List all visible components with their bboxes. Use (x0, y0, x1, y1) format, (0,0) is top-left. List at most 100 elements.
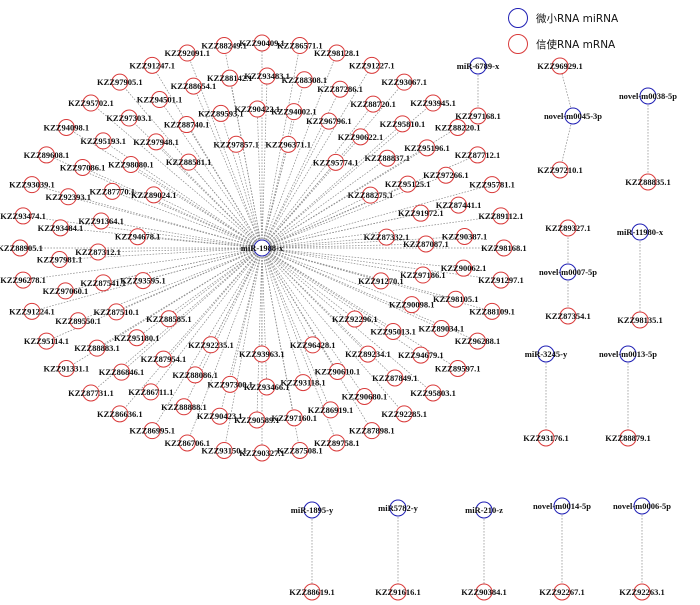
mrna-label: KZZ91297.1 (478, 275, 524, 285)
hub-edge (151, 65, 263, 249)
hub-edge (229, 247, 263, 385)
mrna-label: KZZ87770.1 (89, 186, 135, 196)
mrna-label: KZZ94679.1 (398, 350, 444, 360)
mirna-node (553, 497, 571, 515)
mirna-node (469, 57, 487, 75)
mirna-label: novel-m0006-5p (613, 501, 671, 511)
mrna-label: KZZ87312.1 (75, 247, 121, 257)
hub-mirna-node (253, 239, 271, 257)
mrna-node (175, 398, 193, 416)
mrna-label: KZZ90680.1 (342, 391, 388, 401)
mrna-label: KZZ86919.1 (308, 405, 354, 415)
mrna-node (212, 104, 230, 122)
mrna-node (134, 272, 152, 290)
mrna-label: KZZ95781.1 (469, 180, 515, 190)
hub-edge (119, 247, 263, 415)
mrna-node (551, 161, 569, 179)
mrna-node (122, 156, 140, 174)
mrna-label: KZZ89112.1 (478, 211, 523, 221)
mrna-label: KZZ98080.1 (108, 160, 154, 170)
hub-edge (130, 164, 263, 249)
mrna-node (393, 115, 411, 133)
mrna-node (377, 228, 395, 246)
mrna-label: KZZ90610.1 (315, 366, 361, 376)
mrna-label: KZZ89234.1 (345, 349, 391, 359)
mirna-node (564, 107, 582, 125)
mrna-label: KZZ93039.1 (9, 180, 55, 190)
mrna-node (14, 207, 32, 225)
mirna-label: novel-m0038-5p (619, 91, 677, 101)
mrna-label: KZZ91616.1 (375, 587, 421, 597)
mrna-label: KZZ91364.1 (78, 216, 124, 226)
mrna-node (50, 251, 68, 269)
mrna-label: KZZ97168.1 (455, 111, 501, 121)
mrna-node (447, 290, 465, 308)
mrna-label: KZZ88835.1 (625, 177, 671, 187)
mirna-label: miR-11980-x (617, 227, 664, 237)
hub-edge (261, 247, 405, 415)
mrna-node (211, 407, 229, 425)
mrna-label: KZZ88142.1 (207, 73, 253, 83)
mrna-label: KZZ98168.1 (481, 243, 527, 253)
mrna-label: KZZ88883.1 (74, 343, 120, 353)
mrna-label: KZZ90409.1 (239, 38, 285, 48)
mrna-label: KZZ94501.1 (137, 95, 183, 105)
mirna-label: miR-6789-x (457, 61, 500, 71)
mrna-node (363, 56, 381, 74)
hub-edge (153, 194, 263, 249)
hub-edge (150, 247, 263, 393)
mrna-node (395, 405, 413, 423)
mrna-label: KZZ97086.1 (60, 162, 106, 172)
mrna-label: KZZ97905.1 (97, 77, 143, 87)
mrna-node (437, 166, 455, 184)
mrna-label: KZZ92267.1 (539, 587, 585, 597)
mrna-node (88, 339, 106, 357)
hub-edge (261, 247, 456, 300)
mrna-node (364, 95, 382, 113)
mrna-label: KZZ96929.1 (537, 61, 583, 71)
mrna-node (417, 235, 435, 253)
mrna-node (328, 44, 346, 62)
hub-edge (261, 247, 464, 269)
mrna-label: KZZ95702.1 (68, 98, 114, 108)
mrna-label: KZZ95180.1 (114, 333, 160, 343)
network-nodes (11, 34, 657, 601)
mrna-node (475, 583, 493, 601)
mrna-label: KZZ93474.1 (0, 211, 46, 221)
hub-edge (210, 247, 263, 345)
hub-edge (261, 127, 458, 249)
hub-edge (256, 247, 263, 420)
mrna-label: KZZ88740.1 (164, 120, 210, 130)
mrna-label: KZZ86995.1 (129, 426, 175, 436)
mrna-node (89, 243, 107, 261)
mrna-node (432, 320, 450, 338)
hub-edge (235, 144, 263, 249)
hub-mirna-label: miR-1988-x (241, 243, 284, 253)
mrna-node (328, 434, 346, 452)
mrna-node (619, 429, 637, 447)
mrna-label: KZZ97300.1 (207, 379, 253, 389)
mrna-node (82, 384, 100, 402)
hub-edge (261, 76, 268, 249)
mirna-label: novel-m0045-3p (544, 111, 602, 121)
mrna-label: KZZ93484.1 (38, 223, 84, 233)
mrna-node (94, 132, 112, 150)
hub-edge (261, 247, 381, 282)
mrna-label: KZZ93150.1 (201, 445, 247, 455)
mrna-label: KZZ89758.1 (314, 438, 360, 448)
mrna-node (455, 259, 473, 277)
mirna-node (475, 501, 493, 519)
mirna-node (303, 501, 321, 519)
hub-edge (101, 220, 263, 249)
mrna-label: KZZ88585.1 (146, 314, 192, 324)
mrna-label: KZZ95114.1 (24, 336, 69, 346)
mrna-node (328, 362, 346, 380)
hub-edge (261, 247, 412, 306)
mrna-node (37, 146, 55, 164)
hub-edge (261, 111, 295, 249)
hub-edge (261, 247, 501, 281)
mirna-node (559, 263, 577, 281)
mrna-label: KZZ87712.1 (455, 150, 501, 160)
mrna-node (414, 266, 432, 284)
mrna-node (14, 271, 32, 289)
